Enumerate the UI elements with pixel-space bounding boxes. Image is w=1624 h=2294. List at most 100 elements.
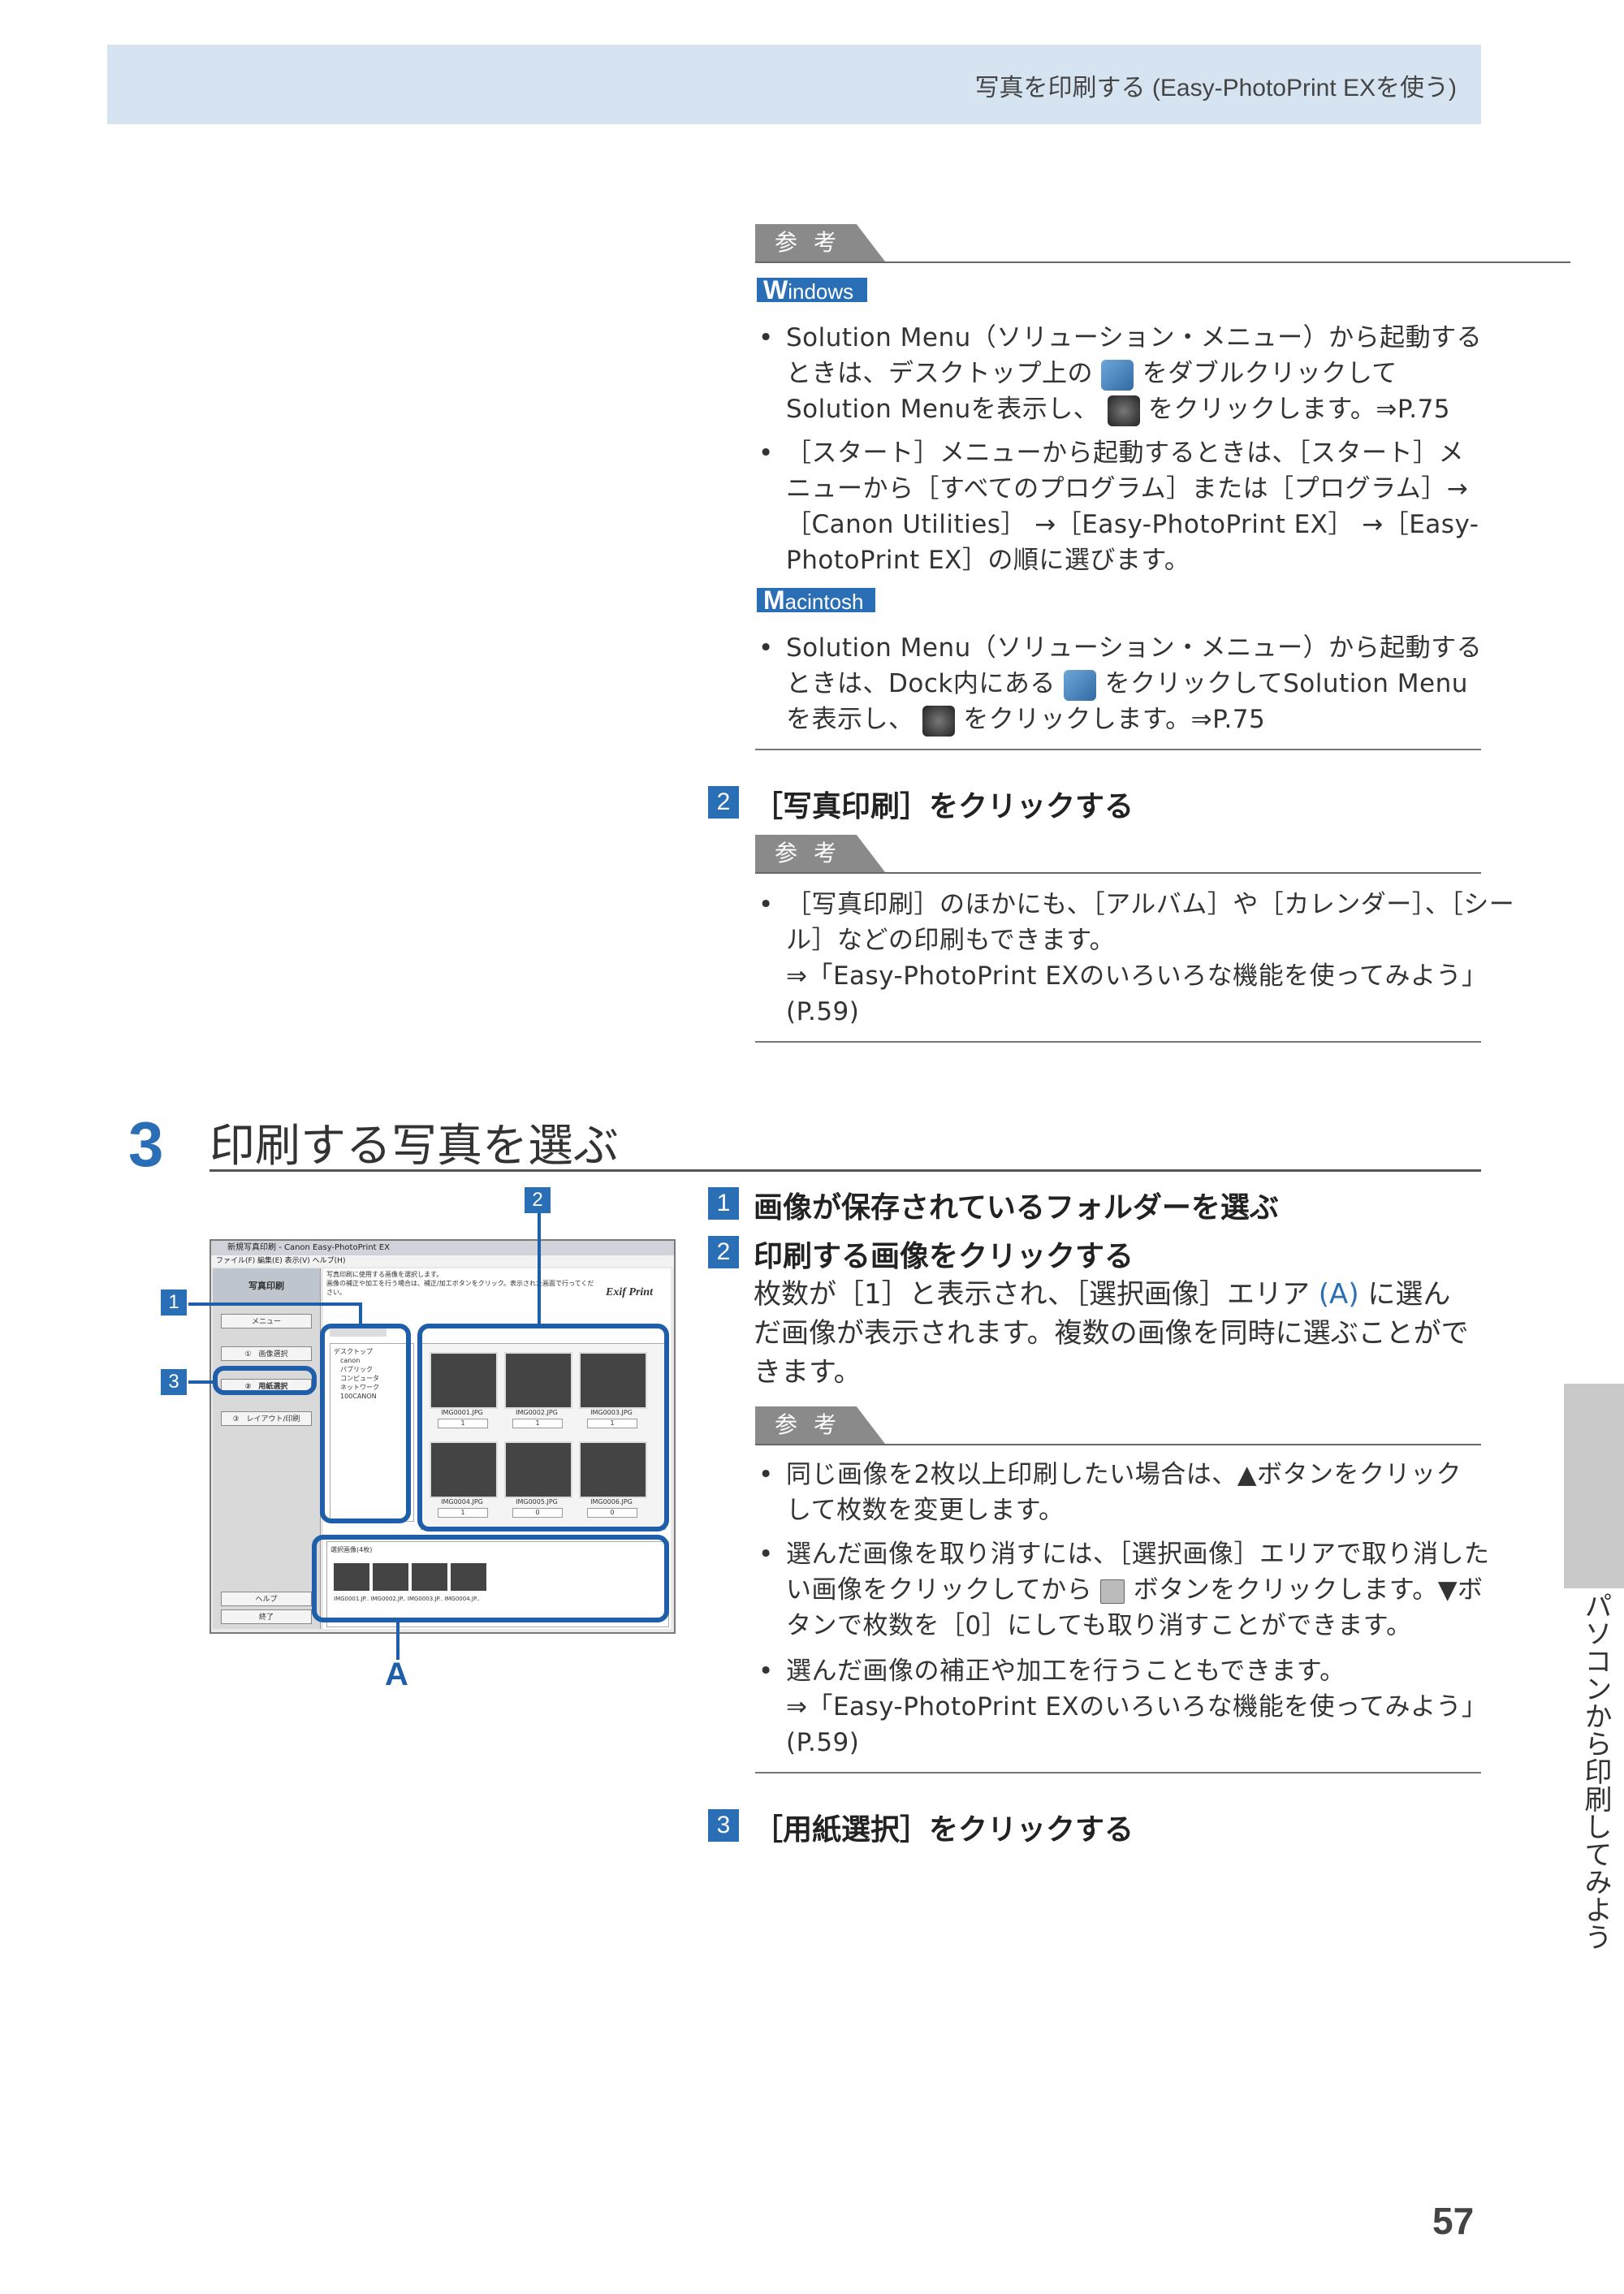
step-number: 2 <box>708 1236 739 1268</box>
delete-image-icon <box>1100 1579 1125 1604</box>
callout-line <box>396 1621 400 1660</box>
note-line: 選んだ画像を取り消すには、［選択画像］エリアで取り消した <box>786 1540 1490 1569</box>
note-text: をクリックします。⇒P.75 <box>1147 395 1451 424</box>
photo-thumbnail[interactable] <box>504 1352 572 1409</box>
step-number: 2 <box>708 786 739 819</box>
page-number: 57 <box>1432 2200 1475 2242</box>
windows-badge-rest: indows <box>788 279 854 304</box>
thumbnail-label: IMG0004.JPG <box>441 1498 483 1506</box>
callout-box-thumbnails <box>417 1324 669 1531</box>
selected-thumbnail[interactable] <box>412 1563 447 1591</box>
callout-box-paper-select <box>213 1366 317 1395</box>
bullet: • <box>758 438 774 468</box>
selected-thumbnail[interactable] <box>334 1563 369 1591</box>
section-number: 3 <box>128 1108 164 1180</box>
callout-line <box>188 1380 214 1384</box>
note-line: Solution Menu（ソリューション・メニュー）から起動する <box>786 323 1483 352</box>
count-spinner[interactable]: 1 <box>438 1508 488 1518</box>
note-line: 同じ画像を2枚以上印刷したい場合は、▲ボタンをクリック <box>786 1460 1462 1489</box>
windows-badge-initial: W <box>763 275 788 305</box>
note-item: • 選んだ画像を取り消すには、［選択画像］エリアで取り消した い画像をクリックし… <box>758 1536 1517 1644</box>
menu-button[interactable]: メニュー <box>221 1314 312 1328</box>
thumbnail-label: IMG0001.JPG <box>441 1409 483 1416</box>
note-heading: 参考 <box>755 1406 1481 1445</box>
chapter-tab-label: パソコンから印刷してみよう <box>1579 1592 1612 1951</box>
note-text: い画像をクリックしてから <box>786 1575 1093 1605</box>
easy-photoprint-icon <box>1107 395 1140 426</box>
solution-menu-icon <box>1064 669 1097 701</box>
header-title: 写真を印刷する (Easy-PhotoPrint EXを使う) <box>974 75 1457 102</box>
exit-button[interactable]: 終了 <box>221 1609 312 1624</box>
note-item: • Solution Menu（ソリューション・メニュー）から起動する ときは、… <box>758 630 1517 737</box>
divider <box>755 749 1481 750</box>
bullet: • <box>758 1657 774 1686</box>
body-line: だ画像が表示されます。複数の画像を同時に選ぶことがで <box>754 1317 1469 1350</box>
count-spinner[interactable]: 1 <box>512 1419 563 1428</box>
selected-thumbnail[interactable] <box>451 1563 486 1591</box>
callout-line <box>188 1303 362 1306</box>
selected-thumbnail[interactable] <box>373 1563 408 1591</box>
callout-line <box>359 1303 362 1327</box>
tree-item[interactable]: ネットワーク <box>340 1384 379 1391</box>
window-title: 新規写真印刷 - Canon Easy-PhotoPrint EX <box>211 1241 674 1255</box>
photo-thumbnail[interactable] <box>430 1441 498 1498</box>
thumbnail-area: IMG0001.JPG IMG0002.JPG IMG0003.JPG 1 1 … <box>421 1343 666 1530</box>
note-line: ときは、デスクトップ上の をダブルクリックして <box>786 356 1517 391</box>
callout-number: 3 <box>161 1369 187 1395</box>
tree-item[interactable]: canon <box>340 1357 361 1364</box>
note-line: (P.59) <box>786 1728 860 1757</box>
photo-thumbnail[interactable] <box>579 1441 647 1498</box>
section-title: 印刷する写真を選ぶ <box>209 1120 619 1173</box>
bullet: • <box>758 1460 774 1489</box>
note-text: ときは、Dock内にある <box>786 669 1056 698</box>
thumbnail-label: IMG0003.JPG <box>590 1409 633 1416</box>
count-spinner[interactable]: 1 <box>438 1419 488 1428</box>
photo-thumbnail[interactable] <box>579 1352 647 1409</box>
body-line: 枚数が［1］と表示され、［選択画像］エリア (A) に選ん <box>754 1275 1484 1314</box>
note-item: • 選んだ画像の補正や加工を行うこともできます。 ⇒「Easy-PhotoPri… <box>758 1653 1517 1760</box>
divider <box>755 1772 1481 1773</box>
callout-letter: A <box>385 1657 408 1692</box>
area-ref: (A) <box>1318 1278 1359 1311</box>
app-screenshot: 新規写真印刷 - Canon Easy-PhotoPrint EX ファイル(F… <box>209 1239 676 1634</box>
note-text: をクリックします。⇒P.75 <box>963 705 1266 734</box>
photo-thumbnail[interactable] <box>430 1352 498 1409</box>
callout-number: 2 <box>525 1187 551 1213</box>
callout-box-folder-tree <box>320 1324 411 1523</box>
photo-thumbnail[interactable] <box>504 1441 572 1498</box>
note-item: • Solution Menu（ソリューション・メニュー）から起動する ときは、… <box>758 320 1517 427</box>
note-line: ［スタート］メニューから起動するときは、［スタート］メ <box>786 438 1464 468</box>
selected-label: 選択画像(4枚) <box>330 1546 373 1553</box>
count-spinner[interactable]: 1 <box>587 1419 637 1428</box>
note-line: Solution Menu（ソリューション・メニュー）から起動する <box>786 633 1483 663</box>
help-button[interactable]: ヘルプ <box>221 1592 312 1606</box>
layout-print-button[interactable]: ③ レイアウト/印刷 <box>221 1411 312 1426</box>
note-line: い画像をクリックしてから ボタンをクリックします。▼ボ <box>786 1572 1517 1608</box>
note-text: ときは、デスクトップ上の <box>786 359 1093 388</box>
note-line: ニューから［すべてのプログラム］または［プログラム］→ <box>786 474 1469 503</box>
instruction-line: 写真印刷に使用する画像を選択します。 <box>326 1271 443 1278</box>
count-spinner[interactable]: 0 <box>512 1508 563 1518</box>
folder-tree[interactable]: デスクトップ canon パブリック コンピュータ ネットワーク 100CANO… <box>330 1343 414 1522</box>
note-heading: 参考 <box>755 224 1570 263</box>
tree-item[interactable]: デスクトップ <box>334 1348 373 1355</box>
app-main: 写真印刷に使用する画像を選択します。 画像の補正や加工を行う場合は、補正/加工ボ… <box>323 1268 671 1629</box>
count-spinner[interactable]: 0 <box>587 1508 637 1518</box>
app-sidebar: 写真印刷 メニュー ① 画像選択 ② 用紙選択 ③ レイアウト/印刷 ヘルプ 終… <box>213 1268 321 1629</box>
bullet: • <box>758 890 774 919</box>
note-line: 選んだ画像の補正や加工を行うこともできます。 <box>786 1657 1345 1686</box>
step-body: 枚数が［1］と表示され、［選択画像］エリア (A) に選ん だ画像が表示されます… <box>754 1275 1484 1392</box>
tree-item[interactable]: パブリック <box>340 1366 373 1373</box>
tree-item[interactable]: 100CANON <box>340 1393 377 1400</box>
tree-item[interactable]: コンピュータ <box>340 1375 379 1382</box>
note-line: ⇒「Easy-PhotoPrint EXのいろいろな機能を使ってみよう」 <box>786 1692 1488 1722</box>
note-line: ［写真印刷］のほかにも、［アルバム］や［カレンダー］、［シー <box>786 890 1515 919</box>
note-item: • ［写真印刷］のほかにも、［アルバム］や［カレンダー］、［シー ル］などの印刷… <box>758 887 1517 1030</box>
note-line: ［Canon Utilities］ →［Easy-PhotoPrint EX］ … <box>786 510 1479 539</box>
step-title: ［用紙選択］をクリックする <box>754 1813 1134 1847</box>
step-title: 印刷する画像をクリックする <box>754 1240 1134 1273</box>
bullet: • <box>758 633 774 663</box>
image-select-button[interactable]: ① 画像選択 <box>221 1346 312 1361</box>
note-line: して枚数を変更します。 <box>786 1496 1065 1525</box>
callout-box-selected-area <box>312 1535 669 1622</box>
